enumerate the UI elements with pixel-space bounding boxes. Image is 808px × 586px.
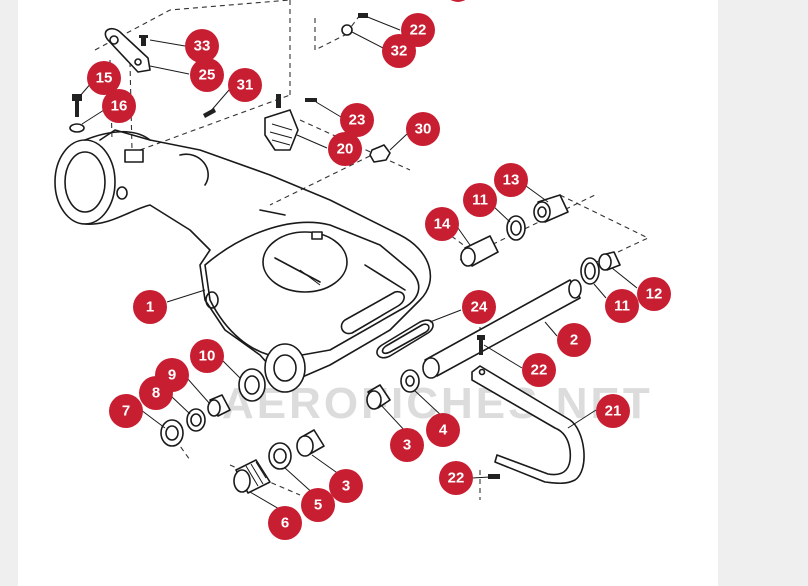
callout-25: 25 <box>190 58 224 92</box>
svg-text:25: 25 <box>199 67 216 84</box>
callout-15: 15 <box>87 61 121 95</box>
svg-text:21: 21 <box>605 403 622 420</box>
callout-21: 21 <box>596 394 630 428</box>
svg-text:2: 2 <box>570 332 578 349</box>
screw-31 <box>203 108 216 118</box>
bushing-13 <box>533 194 569 223</box>
callout-24: 24 <box>462 290 496 324</box>
svg-text:1: 1 <box>146 299 154 316</box>
callout-22-mid: 22 <box>522 353 556 387</box>
svg-text:11: 11 <box>472 192 488 209</box>
callout-16: 16 <box>102 89 136 123</box>
svg-text:22: 22 <box>531 362 548 379</box>
callout-4: 4 <box>426 413 460 447</box>
svg-text:12: 12 <box>646 286 663 303</box>
callout-3-upper: 3 <box>390 428 424 462</box>
bushing-10 <box>238 368 266 402</box>
callout-10: 10 <box>190 339 224 373</box>
callout-6: 6 <box>268 506 302 540</box>
screw-23 <box>305 98 317 102</box>
bushing-6 <box>233 459 271 494</box>
svg-text:6: 6 <box>281 515 289 532</box>
main-arm <box>54 129 432 393</box>
oring-24 <box>376 319 434 359</box>
svg-text:30: 30 <box>415 121 432 138</box>
callout-31: 31 <box>228 68 262 102</box>
svg-text:5: 5 <box>314 497 322 514</box>
sleeve-14 <box>460 235 499 267</box>
svg-text:3: 3 <box>342 478 350 495</box>
svg-text:8: 8 <box>152 385 160 402</box>
svg-text:15: 15 <box>96 70 113 87</box>
washer-7 <box>160 419 184 447</box>
svg-text:32: 32 <box>391 43 408 60</box>
callout-1: 1 <box>133 290 167 324</box>
washer-11-upper <box>506 215 526 241</box>
nut-32 <box>341 24 353 36</box>
cam-plate-20 <box>264 94 299 151</box>
callout-14: 14 <box>425 207 459 241</box>
svg-text:7: 7 <box>122 403 130 420</box>
svg-text:3: 3 <box>403 437 411 454</box>
svg-text:16: 16 <box>111 98 128 115</box>
screw-22-top <box>358 13 368 18</box>
washer-5 <box>268 442 292 470</box>
callout-30: 30 <box>406 112 440 146</box>
svg-text:4: 4 <box>439 422 448 439</box>
washer-4 <box>400 369 420 393</box>
callout-2: 2 <box>557 323 591 357</box>
bolt-3-lower <box>296 429 325 457</box>
bolt-22-mid <box>477 335 485 355</box>
svg-text:22: 22 <box>448 470 465 487</box>
callout-22-low: 22 <box>439 461 473 495</box>
callout-3-lower: 3 <box>329 469 363 503</box>
svg-text:11: 11 <box>614 298 630 315</box>
callout-23: 23 <box>340 103 374 137</box>
callout-32: 32 <box>382 34 416 68</box>
callout-11-lower: 11 <box>605 289 639 323</box>
svg-text:33: 33 <box>194 38 211 55</box>
svg-text:13: 13 <box>503 172 520 189</box>
strap-21 <box>471 365 585 485</box>
callout-partial-top <box>450 0 466 2</box>
svg-text:9: 9 <box>168 367 176 384</box>
svg-text:20: 20 <box>337 141 354 158</box>
washer-8 <box>186 408 206 432</box>
svg-text:14: 14 <box>434 216 451 233</box>
callout-5: 5 <box>301 488 335 522</box>
callout-12: 12 <box>637 277 671 311</box>
bushing-9 <box>207 394 231 417</box>
callout-33: 33 <box>185 29 219 63</box>
nut-30 <box>369 144 391 163</box>
callout-7: 7 <box>109 394 143 428</box>
bolt-15-16 <box>69 94 85 133</box>
bolt-22-low <box>488 474 500 479</box>
callout-8: 8 <box>139 376 173 410</box>
washer-11-lower <box>580 257 600 285</box>
svg-text:10: 10 <box>199 348 216 365</box>
svg-text:23: 23 <box>349 112 366 129</box>
callout-13: 13 <box>494 163 528 197</box>
shaft-2 <box>422 279 582 379</box>
svg-text:31: 31 <box>237 77 254 94</box>
svg-text:22: 22 <box>410 22 427 39</box>
bracket-33-25 <box>104 28 151 73</box>
bushing-12 <box>598 251 621 271</box>
bolt-3-upper <box>366 384 391 410</box>
callout-20: 20 <box>328 132 362 166</box>
callout-11-upper: 11 <box>463 183 497 217</box>
svg-text:24: 24 <box>471 299 488 316</box>
